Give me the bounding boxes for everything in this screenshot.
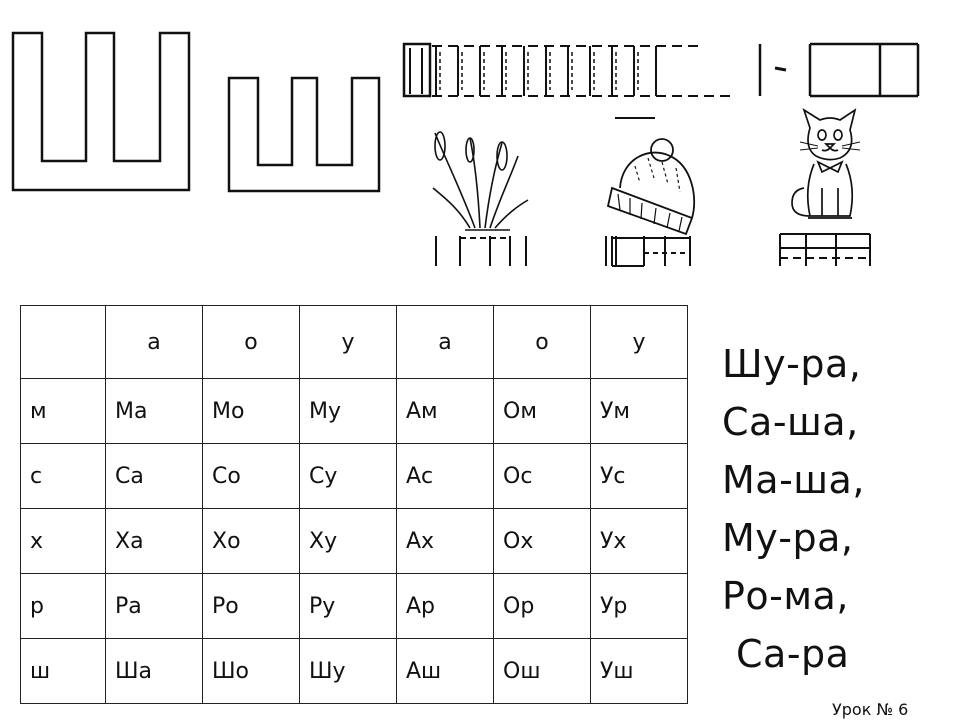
syllable-cell: Су: [299, 443, 397, 509]
syllable-cell: Ах: [396, 508, 494, 574]
cattail-reeds-icon: [432, 131, 529, 231]
syllable-cell: Ам: [396, 378, 494, 444]
lowercase-sha-letter-icon: [227, 76, 381, 193]
word-scheme-strip: [402, 42, 920, 119]
table-row: х Ха Хо Ху Ах Ох Ух: [20, 508, 688, 574]
syllable-cell: Ос: [493, 443, 591, 509]
vowel-header-cell: а: [396, 305, 494, 379]
syllable-cell: Ху: [299, 508, 397, 574]
syllable-cell: Шо: [202, 638, 300, 704]
syllable-cell: Ош: [493, 638, 591, 704]
consonant-cell: ш: [20, 638, 106, 704]
knit-hat-icon: [606, 138, 696, 236]
picture-scheme-area: [402, 42, 920, 267]
cat-icon: [791, 108, 861, 219]
big-letters: [11, 31, 381, 193]
word-item: Шу-ра,: [722, 342, 862, 386]
table-corner-cell: [20, 305, 106, 379]
consonant-cell: м: [20, 378, 106, 444]
uppercase-sha-letter-icon: [11, 31, 191, 192]
word-list: Шу-ра, Са-ша, Ма-ша, Му-ра, Ро-ма, Са-ра: [722, 335, 952, 683]
syllable-cell: Ух: [590, 508, 688, 574]
syllable-cell: Аш: [396, 638, 494, 704]
vowel-header-cell: у: [590, 305, 688, 379]
syllable-table: а о у а о у м Ма Мо Му Ам Ом Ум с Са Со …: [20, 305, 688, 704]
syllable-cell: Хо: [202, 508, 300, 574]
word-item: Ма-ша,: [722, 458, 865, 502]
syllable-cell: Мо: [202, 378, 300, 444]
syllable-cell: Уш: [590, 638, 688, 704]
vowel-header-cell: о: [493, 305, 591, 379]
syllable-cell: Ум: [590, 378, 688, 444]
picture-letter-cells: [435, 233, 871, 267]
syllable-cell: Ша: [105, 638, 203, 704]
syllable-cell: Шу: [299, 638, 397, 704]
syllable-cell: Ха: [105, 508, 203, 574]
syllable-cell: Ус: [590, 443, 688, 509]
vowel-header-cell: а: [105, 305, 203, 379]
syllable-cell: Со: [202, 443, 300, 509]
vowel-header-cell: у: [299, 305, 397, 379]
syllable-cell: Ох: [493, 508, 591, 574]
word-item: Са-ра: [736, 632, 850, 676]
table-row: с Са Со Су Ас Ос Ус: [20, 443, 688, 509]
word-item: Му-ра,: [722, 516, 854, 560]
consonant-cell: х: [20, 508, 106, 574]
syllable-cell: Ма: [105, 378, 203, 444]
syllable-cell: Ар: [396, 573, 494, 639]
syllable-cell: Ор: [493, 573, 591, 639]
consonant-cell: с: [20, 443, 106, 509]
syllable-cell: Ас: [396, 443, 494, 509]
vowel-header-cell: о: [202, 305, 300, 379]
table-row: ш Ша Шо Шу Аш Ош Уш: [20, 638, 688, 704]
syllable-cell: Ур: [590, 573, 688, 639]
lesson-label: Урок № 6: [832, 700, 909, 719]
word-item: Са-ша,: [722, 400, 859, 444]
syllable-cell: Му: [299, 378, 397, 444]
table-row: р Ра Ро Ру Ар Ор Ур: [20, 573, 688, 639]
table-row: м Ма Мо Му Ам Ом Ум: [20, 378, 688, 444]
syllable-cell: Ру: [299, 573, 397, 639]
consonant-cell: р: [20, 573, 106, 639]
syllable-cell: Са: [105, 443, 203, 509]
syllable-cell: Ро: [202, 573, 300, 639]
syllable-cell: Ра: [105, 573, 203, 639]
syllable-table-header-row: а о у а о у: [20, 305, 688, 379]
word-item: Ро-ма,: [722, 574, 849, 618]
syllable-cell: Ом: [493, 378, 591, 444]
